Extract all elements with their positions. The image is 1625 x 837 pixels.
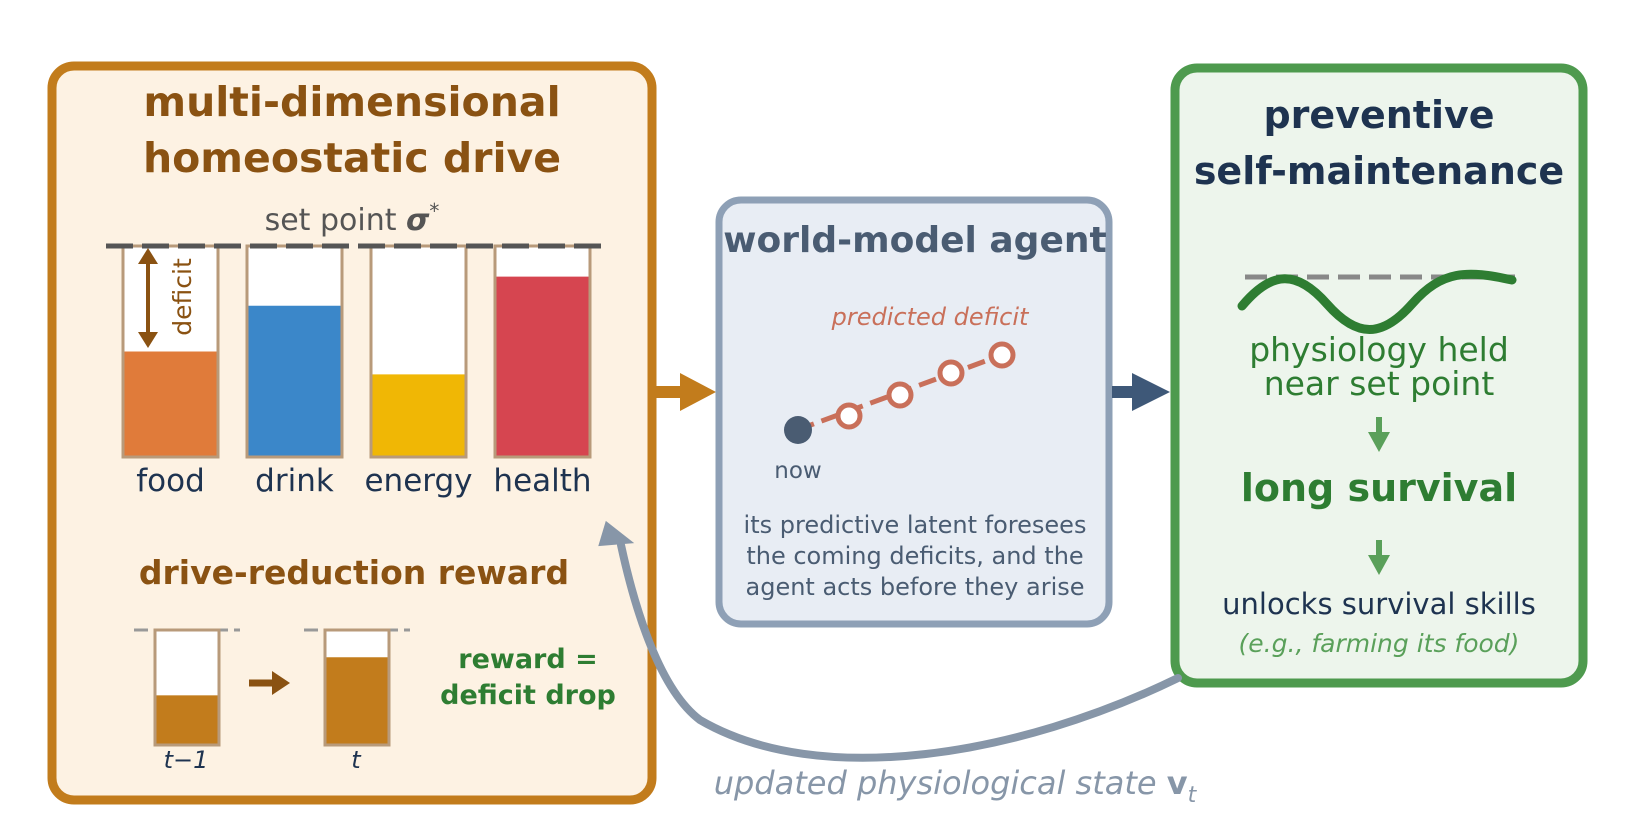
bar-label-energy: energy <box>364 463 472 499</box>
feedback-arrow <box>598 520 1182 762</box>
drive-bars: food drink energy health <box>121 244 592 499</box>
bar-label-food: food <box>136 463 205 499</box>
time-now-label: t <box>351 746 362 774</box>
now-label: now <box>774 458 821 484</box>
prediction-point <box>937 359 965 387</box>
now-point <box>784 416 812 444</box>
homeostatic-drive-panel: multi-dimensional homeostatic drive set … <box>47 61 657 805</box>
skills-example: (e.g., farming its food) <box>1239 629 1520 658</box>
bar-fill-health <box>496 276 589 456</box>
held-line2: near set point <box>1264 364 1495 403</box>
bar-label-drink: drink <box>255 463 334 499</box>
bar-fill-food <box>124 351 217 456</box>
reward-now-container <box>304 628 410 747</box>
reward-prev-container <box>134 628 240 747</box>
prediction-point <box>886 381 914 409</box>
drive-to-agent-arrow <box>656 373 716 411</box>
predicted-deficit-label: predicted deficit <box>831 303 1030 331</box>
agent-description-line2: the coming deficits, and the <box>746 542 1083 570</box>
survival-to-skills-arrow <box>1368 540 1390 575</box>
deficit-arrow <box>138 248 158 348</box>
reward-title: drive-reduction reward <box>139 553 569 592</box>
physiology-wave <box>1237 269 1517 334</box>
deficit-label: deficit <box>168 258 197 336</box>
agent-to-maintenance-arrow <box>1112 373 1170 411</box>
world-model-agent-panel: world-model agent predicted deficit now … <box>715 196 1113 628</box>
reward-equation-line1: reward = <box>458 644 597 675</box>
bar-fill-drink <box>248 305 341 456</box>
reward-equation-line2: deficit drop <box>440 680 616 711</box>
time-prev-label: t−1 <box>164 746 209 774</box>
agent-description-line3: agent acts before they arise <box>746 573 1085 601</box>
set-point-label: set point σ* <box>265 199 440 238</box>
prediction-trajectory <box>784 341 1016 444</box>
prediction-point <box>988 341 1016 369</box>
drive-title-line1: multi-dimensional <box>143 78 560 126</box>
drive-title-line2: homeostatic drive <box>143 134 561 182</box>
prediction-point <box>835 402 863 430</box>
feedback-label: updated physiological state vt <box>714 764 1198 808</box>
held-line1: physiology held <box>1249 330 1509 369</box>
maintenance-title-line1: preventive <box>1263 93 1494 137</box>
long-survival: long survival <box>1241 466 1517 510</box>
unlocks-skills: unlocks survival skills <box>1222 587 1536 621</box>
held-to-survival-arrow <box>1368 417 1390 452</box>
reward-now-fill <box>326 657 388 744</box>
reward-prev-fill <box>156 695 218 744</box>
reward-step-arrow <box>249 671 290 695</box>
bar-label-health: health <box>493 463 591 499</box>
bar-fill-energy <box>372 374 465 456</box>
agent-description-line1: its predictive latent foresees <box>744 511 1087 539</box>
preventive-maintenance-panel: preventive self-maintenance physiology h… <box>1170 63 1588 688</box>
agent-title: world-model agent <box>723 220 1106 261</box>
maintenance-title-line2: self-maintenance <box>1194 149 1564 193</box>
